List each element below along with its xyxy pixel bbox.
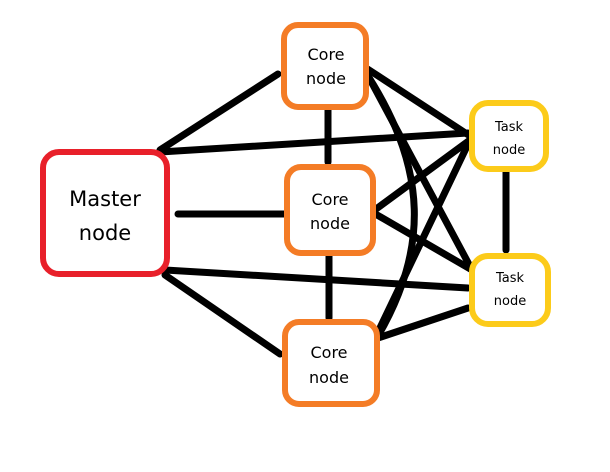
core-node-top-label-line1: Core <box>307 45 344 64</box>
master-node-box <box>40 149 170 277</box>
edge-core-top-core-bottom-curve <box>364 72 418 340</box>
core-node-bottom-label-line2: node <box>309 368 349 387</box>
core-node-bottom-label-line1: Core <box>310 343 347 362</box>
task-node-bottom: Task node <box>469 253 551 327</box>
core-node-middle-label-line2: node <box>310 214 350 233</box>
edge-master-task-bottom <box>161 266 472 292</box>
core-node-top: Core node <box>281 22 369 110</box>
task-node-top-label-line1: Task <box>494 120 524 135</box>
core-node-top-box <box>281 22 369 110</box>
master-node: Master node <box>40 149 170 277</box>
task-node-top: Task node <box>469 100 549 172</box>
core-node-middle: Core node <box>284 164 376 256</box>
task-node-top-box <box>469 100 549 172</box>
core-node-top-label-line2: node <box>306 69 346 88</box>
core-node-bottom-box <box>282 319 380 407</box>
edge-core-bottom-task-bottom <box>374 304 472 342</box>
connections <box>156 64 510 358</box>
task-node-bottom-label-line1: Task <box>495 271 525 286</box>
task-node-bottom-box <box>469 253 551 327</box>
edge-master-core-top <box>156 70 282 154</box>
task-node-top-label-line2: node <box>493 143 525 158</box>
core-node-middle-label-line1: Core <box>311 190 348 209</box>
nodes: Master node Core node Core node Core nod… <box>40 22 551 407</box>
edge-master-core-bottom <box>161 271 284 358</box>
core-node-bottom: Core node <box>282 319 380 407</box>
edge-core-top-task-top <box>362 64 474 140</box>
core-node-middle-box <box>284 164 376 256</box>
task-node-bottom-label-line2: node <box>494 294 526 309</box>
master-node-label-line1: Master <box>69 187 141 211</box>
edge-master-task-top <box>156 129 472 156</box>
master-node-label-line2: node <box>79 221 131 245</box>
